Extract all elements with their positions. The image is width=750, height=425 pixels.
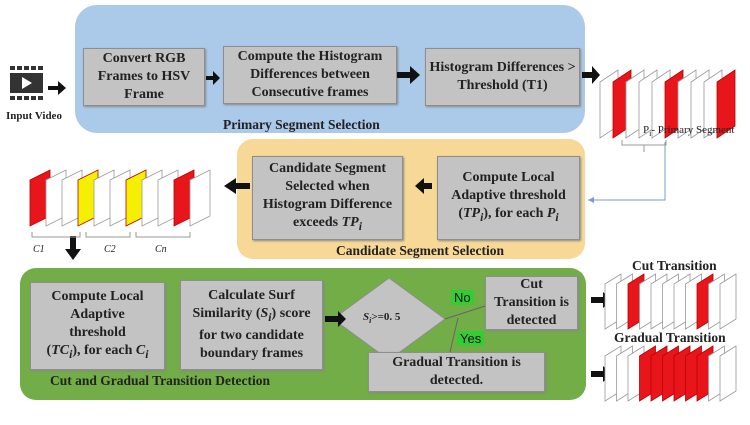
surf-line: Similarity (Si) score	[192, 306, 311, 324]
input-video-label: Input Video	[6, 110, 62, 122]
compute-line: (TPi), for each Pi	[458, 206, 559, 224]
candidate-panel-title: Candidate Segment Selection	[336, 243, 504, 258]
arrow-down-icon	[65, 236, 81, 260]
detection-panel-title: Cut and Gradual Transition Detection	[50, 373, 271, 388]
threshold-line: Adaptive	[70, 307, 125, 323]
primary-segment-label: Pi- Primary Segment	[643, 124, 735, 139]
primary-segment-frames	[599, 69, 736, 139]
threshold-line: Compute Local	[51, 289, 144, 305]
segment-label-c2: C2	[104, 244, 116, 255]
gradual-transition-title: Gradual Transition	[614, 330, 726, 345]
surf-line: Calculate Surf	[208, 288, 295, 304]
convert-rgb-hsv-box: Convert RGB Frames to HSV Frame	[83, 48, 205, 106]
white-frame	[719, 345, 737, 402]
arrow-left-icon	[415, 178, 432, 194]
white-frame	[719, 273, 737, 330]
segment-label-c1: C1	[33, 244, 45, 255]
arrow-right-icon	[397, 66, 420, 84]
histogram-differences-box: Compute the Histogram Differences betwee…	[223, 46, 397, 104]
red-frame	[716, 69, 736, 139]
decision-label: Si>=0. 5	[363, 311, 401, 326]
cut-transition-box: Cut Transition is detected	[485, 276, 578, 330]
segment-label-cn: Cn	[155, 244, 167, 255]
threshold-t1-box: Histogram Differences > Threshold (T1)	[425, 48, 580, 106]
select-line: Candidate Segment	[268, 161, 387, 177]
cut-transition-title: Cut Transition	[632, 258, 717, 273]
arrow-right-icon	[582, 66, 600, 84]
compute-tc-box: Compute Local Adaptive threshold (TCi), …	[30, 282, 165, 370]
white-frame	[189, 169, 211, 227]
primary-segment-bracket	[621, 140, 667, 152]
select-line: Histogram Difference	[262, 197, 393, 213]
yes-label: Yes	[457, 331, 485, 346]
select-line: exceeds TPi	[293, 215, 362, 233]
cut-transition-frames	[604, 273, 737, 330]
candidate-brackets	[31, 232, 191, 238]
arrow-right-icon	[48, 81, 66, 95]
feedback-connector	[588, 142, 666, 201]
arrow-right-icon	[206, 71, 220, 85]
gradual-transition-frames	[604, 345, 737, 402]
threshold-line: threshold	[69, 325, 126, 341]
select-line: Selected when	[285, 179, 370, 195]
surf-line: boundary frames	[199, 345, 304, 361]
candidate-segment-frames	[29, 169, 211, 227]
gradual-transition-box: Gradual Transition is detected.	[368, 352, 545, 392]
arrow-left-icon	[224, 178, 250, 194]
surf-similarity-box: Calculate Surf Similarity (Si) score for…	[180, 280, 323, 370]
surf-line: for two candidate	[199, 327, 304, 343]
primary-panel-title: Primary Segment Selection	[223, 117, 380, 132]
local-adaptive-threshold-box: Compute Local Adaptive threshold (TPi), …	[437, 156, 580, 240]
compute-line: Adaptive threshold	[451, 188, 566, 204]
video-play-icon	[10, 66, 43, 100]
threshold-line: (TCi), for each Ci	[46, 343, 149, 361]
arrow-right-icon	[325, 311, 346, 327]
candidate-selected-box: Candidate Segment Selected when Histogra…	[252, 156, 403, 240]
no-label: No	[451, 290, 474, 305]
compute-line: Compute Local	[462, 170, 555, 186]
